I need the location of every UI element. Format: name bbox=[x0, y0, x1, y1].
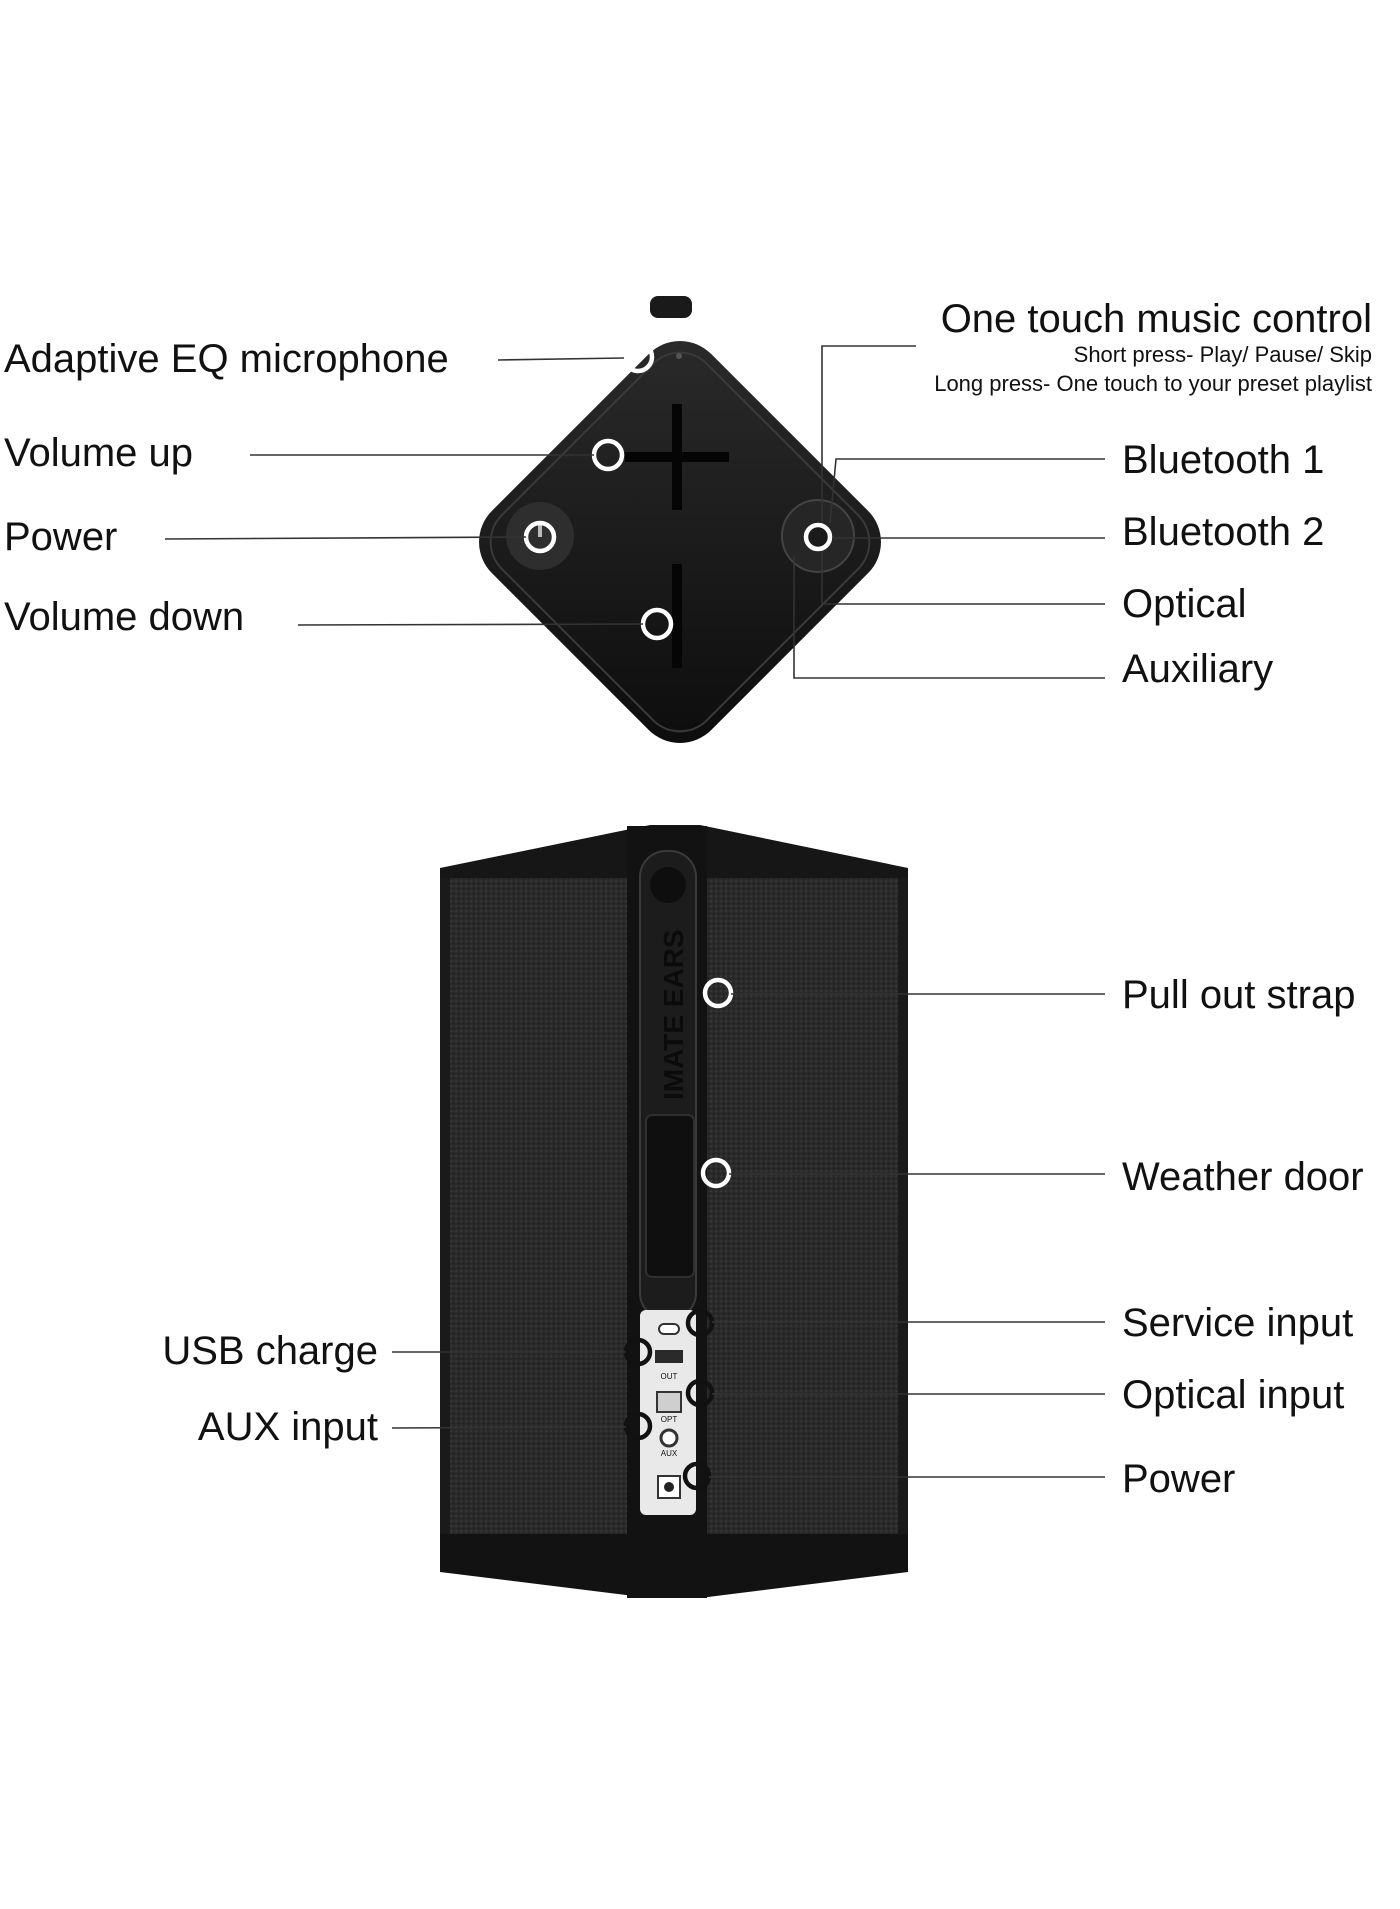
pull-out-strap-label: Pull out strap bbox=[1122, 973, 1355, 1017]
optical-port-mark: OPT bbox=[661, 1415, 678, 1424]
optical-label: Optical bbox=[1122, 582, 1247, 626]
volume-down-label: Volume down bbox=[4, 595, 244, 639]
top-view-leader-lines bbox=[164, 345, 1105, 679]
bluetooth-2-label: Bluetooth 2 bbox=[1122, 510, 1324, 554]
aux-port[interactable] bbox=[659, 1428, 679, 1448]
weather-door[interactable] bbox=[645, 1114, 695, 1278]
optical-port[interactable] bbox=[656, 1391, 682, 1413]
adaptive-eq-marker bbox=[621, 340, 655, 374]
usb-port-mark: OUT bbox=[661, 1372, 678, 1381]
volume-up-icon-bar bbox=[625, 452, 729, 462]
strap-brand-text: IMATE EARS bbox=[658, 929, 689, 1100]
mic-hole-icon bbox=[676, 353, 682, 359]
service-input-marker bbox=[685, 1308, 715, 1338]
power-port-pin bbox=[664, 1482, 674, 1492]
strap-loop bbox=[650, 296, 692, 318]
power-top-label: Power bbox=[4, 515, 117, 559]
speaker-left-edge bbox=[440, 878, 450, 1538]
power-input-marker bbox=[682, 1461, 712, 1491]
service-input-label: Service input bbox=[1122, 1301, 1353, 1345]
volume-up-label: Volume up bbox=[4, 431, 193, 475]
pull-out-strap-marker bbox=[702, 977, 734, 1009]
auxiliary-label: Auxiliary bbox=[1122, 647, 1273, 691]
power-input-label: Power bbox=[1122, 1457, 1235, 1501]
speaker-right-edge bbox=[898, 878, 908, 1538]
weather-door-marker bbox=[700, 1157, 732, 1189]
optical-input-label: Optical input bbox=[1122, 1373, 1344, 1417]
power-icon bbox=[538, 521, 542, 537]
speaker-top-body bbox=[479, 341, 881, 743]
aux-port-mark: AUX bbox=[661, 1449, 678, 1458]
usb-port[interactable] bbox=[655, 1350, 683, 1363]
speaker-top-view bbox=[479, 296, 881, 743]
strap-button bbox=[650, 867, 686, 903]
long-press-label: Long press- One touch to your preset pla… bbox=[934, 371, 1372, 396]
adaptive-eq-label: Adaptive EQ microphone bbox=[4, 337, 449, 381]
side-view-leader-lines bbox=[391, 993, 1105, 1478]
speaker-side-view: IMATE EARS OUT OPT AUX bbox=[440, 825, 908, 1598]
bluetooth-1-label: Bluetooth 1 bbox=[1122, 438, 1324, 482]
volume-down-icon bbox=[672, 564, 682, 668]
aux-input-marker bbox=[623, 1411, 653, 1441]
aux-input-label: AUX input bbox=[198, 1405, 378, 1449]
service-port[interactable] bbox=[658, 1323, 680, 1335]
weather-door-label: Weather door bbox=[1122, 1155, 1364, 1199]
usb-charge-label: USB charge bbox=[162, 1329, 378, 1373]
short-press-label: Short press- Play/ Pause/ Skip bbox=[1074, 342, 1372, 367]
one-touch-label: One touch music control bbox=[941, 297, 1372, 341]
one-touch-marker bbox=[803, 522, 833, 552]
speaker-top-rim bbox=[489, 351, 871, 733]
optical-input-marker bbox=[685, 1378, 715, 1408]
